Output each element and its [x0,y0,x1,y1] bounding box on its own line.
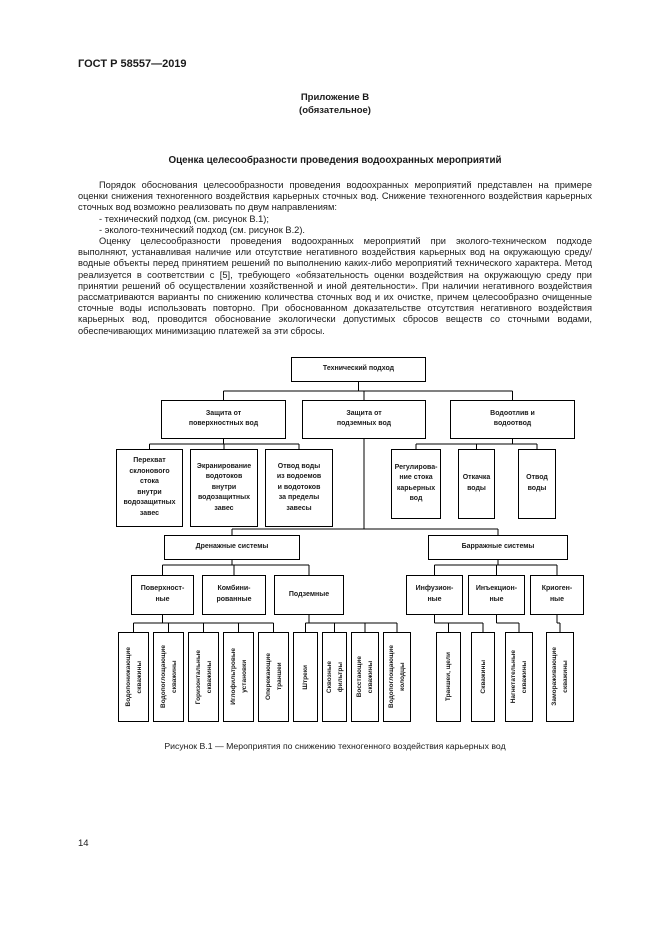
document-number: ГОСТ Р 58557—2019 [78,58,187,70]
node-barrage-systems: Барражные системы [428,534,568,560]
node-cryogenic-barrage: Криоген- ные [530,574,584,615]
node-through-filters: Сквозные фильтры [322,631,347,722]
node-freezing-wells: Замораживающие скважины [546,631,574,722]
page-content: ГОСТ Р 58557—2019 Приложение В (обязател… [78,58,592,751]
node-runoff-regulation: Регулирова- ние стока карьерных вод [391,448,441,519]
node-absorbing-shafts: Водопоглощающие колодцы [383,631,411,722]
node-dewatering-diversion: Водоотлив и водоотвод [450,399,575,439]
node-underground-drainage: Подземные [274,574,344,615]
paragraph-2: Оценку целесообразности проведения водоо… [78,236,592,336]
list-item-eco-technical: - эколого-технический подход (см. рисуно… [99,224,306,235]
node-drifts: Штреки [293,631,318,722]
node-infusion-barrage: Инфузион- ные [406,574,463,615]
node-surface-drainage: Поверхност- ные [131,574,194,615]
appendix-label: Приложение В [300,92,370,103]
node-injection-barrage: Инъекцион- ные [468,574,525,615]
list-item-technical: - технический подход (см. рисунок В.1); [99,213,269,224]
node-groundwater-protection: Защита от подземных вод [302,399,426,439]
node-advance-trenches: Опережающие траншеи [258,631,289,722]
node-technical-approach: Технический подход [291,356,426,382]
node-watercourse-screening: Экранирование водотоков внутри водозащит… [190,448,258,527]
node-absorbing-wells: Водопоглощающие скважины [153,631,184,722]
node-trenches-slots: Траншеи, щели [436,631,461,722]
node-surface-water-protection: Защита от поверхностных вод [161,399,286,439]
node-horizontal-wells: Горизонтальные скважины [188,631,219,722]
diagram-connectors [133,381,561,632]
node-dewatering-wells: Водопонижающие скважины [118,631,149,722]
node-rising-wells: Восстающие скважины [351,631,379,722]
page-number: 14 [78,838,89,849]
figure-b1-diagram: Технический подход Защита от поверхностн… [108,353,588,725]
appendix-kind: (обязательное) [299,104,371,116]
node-water-diversion: Отвод воды [518,448,556,519]
node-slope-runoff-interception: Перехват склонового стока внутри водозащ… [116,448,183,527]
node-water-diversion-beyond-curtain: Отвод воды из водоемов и водотоков за пр… [265,448,333,527]
node-water-pumping: Откачка воды [458,448,495,519]
figure-caption: Рисунок В.1 — Мероприятия по снижению те… [164,740,506,751]
node-combined-drainage: Комбини- рованные [202,574,266,615]
node-injection-wells: Нагнетательные скважины [505,631,533,722]
appendix-heading: Приложение В (обязательное) [78,92,592,117]
node-wells: Скважины [471,631,495,722]
paragraph-1: Порядок обоснования целесообразности про… [78,180,592,213]
section-title: Оценка целесообразности проведения водоо… [168,155,502,166]
node-drainage-systems: Дренажные системы [164,534,300,560]
node-wellpoint-units: Иглофильтровые установки [223,631,254,722]
